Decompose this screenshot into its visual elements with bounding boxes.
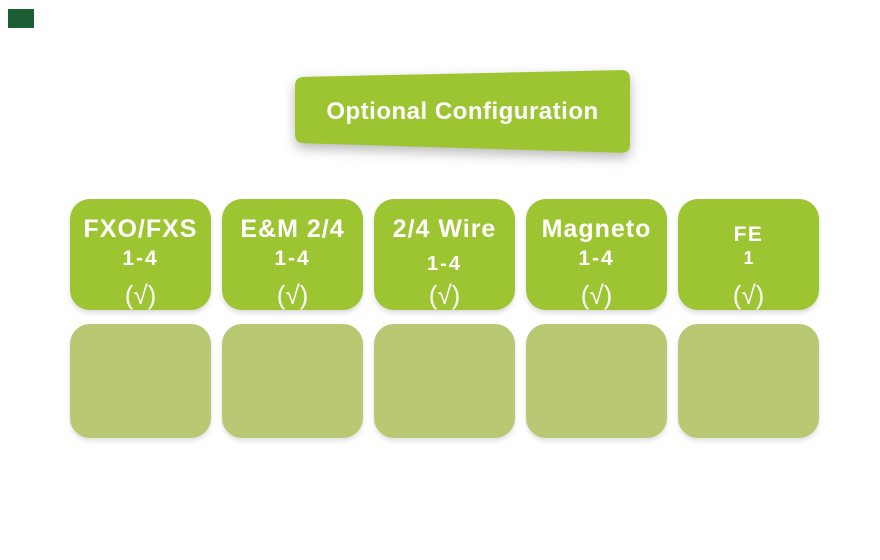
banner-title: Optional Configuration: [326, 97, 599, 125]
module-cards-row: FXO/FXS 1-4 (√) E&M 2/4 1-4 (√) 2/4 Wire…: [70, 199, 819, 310]
module-title: FXO/FXS: [83, 215, 198, 243]
banner: Optional Configuration: [280, 58, 645, 168]
slot-placeholder: [222, 324, 363, 438]
module-title: 2/4 Wire: [392, 215, 497, 243]
module-card-2-4-wire: 2/4 Wire 1-4 (√): [374, 199, 515, 310]
slot-placeholder: [374, 324, 515, 438]
module-card-magneto: Magneto 1-4 (√): [526, 199, 667, 310]
module-supported-mark: (√): [276, 279, 309, 310]
module-port-range: 1-4: [427, 252, 462, 275]
module-title: Magneto: [541, 215, 652, 243]
module-port-range: 1-4: [578, 246, 615, 270]
module-port-range: 1-4: [274, 246, 311, 270]
module-supported-mark: (√): [580, 279, 613, 310]
slot-placeholder: [70, 324, 211, 438]
module-card-fe: FE 1 (√): [678, 199, 819, 310]
slot-placeholder: [526, 324, 667, 438]
module-port-range: 1-4: [122, 246, 159, 270]
corner-logo-block: [8, 9, 34, 28]
module-supported-mark: (√): [124, 279, 157, 310]
module-supported-mark: (√): [732, 279, 765, 310]
module-title: FE: [733, 223, 764, 246]
module-port-range: 1: [743, 248, 754, 269]
module-title: E&M 2/4: [240, 215, 345, 243]
slot-row: [70, 324, 819, 438]
module-supported-mark: (√): [428, 279, 461, 310]
module-card-fxo-fxs: FXO/FXS 1-4 (√): [70, 199, 211, 310]
slot-placeholder: [678, 324, 819, 438]
module-card-em-2-4: E&M 2/4 1-4 (√): [222, 199, 363, 310]
